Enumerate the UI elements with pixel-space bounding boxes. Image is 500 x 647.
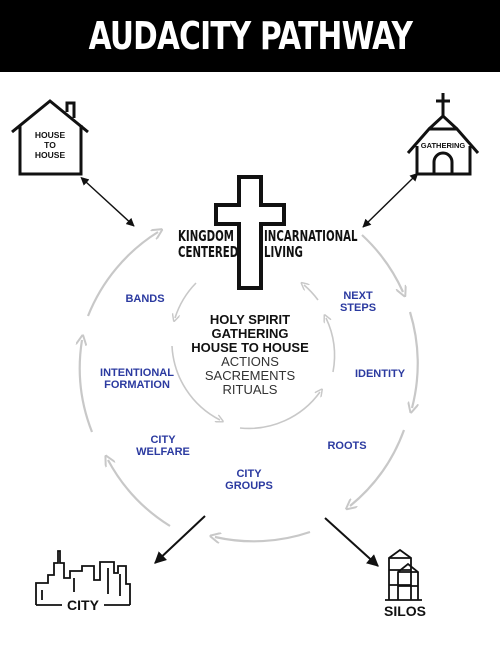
city-skyline-icon bbox=[35, 550, 131, 606]
inner-arc-right bbox=[326, 318, 336, 373]
kingdom-line: KINGDOM bbox=[178, 227, 234, 245]
outer-arc-right-upper bbox=[361, 234, 403, 292]
outer-arc-left-upper bbox=[86, 232, 158, 317]
silos-label: SILOS bbox=[383, 603, 427, 619]
connectors bbox=[80, 172, 419, 228]
label-city-groups: CITY GROUPS bbox=[225, 468, 273, 492]
incarnational-line: INCARNATIONAL bbox=[264, 227, 358, 245]
next-steps-line2: STEPS bbox=[339, 302, 377, 314]
outer-ring bbox=[80, 232, 419, 541]
intentional-line1: INTENTIONAL bbox=[100, 367, 174, 379]
city-groups-line1: CITY bbox=[236, 468, 262, 480]
label-roots: ROOTS bbox=[327, 440, 367, 452]
gathering-text: GATHERING bbox=[420, 141, 466, 150]
label-city-welfare: CITY WELFARE bbox=[136, 434, 190, 458]
down-arrows bbox=[154, 515, 379, 567]
inner-ring bbox=[171, 282, 336, 430]
outer-arc-right-lower bbox=[350, 429, 406, 506]
center-holy-spirit: HOLY SPIRIT bbox=[209, 312, 291, 327]
center-text-block: HOLY SPIRIT GATHERING HOUSE TO HOUSE ACT… bbox=[191, 313, 309, 397]
incarnational-living-text: INCARNATIONAL LIVING bbox=[264, 228, 358, 260]
center-sacrements: SACREMENTS bbox=[204, 368, 296, 383]
label-bands: BANDS bbox=[125, 293, 165, 305]
page-title: AUDACITY PATHWAY bbox=[88, 14, 412, 58]
center-house-to-house: HOUSE TO HOUSE bbox=[191, 340, 309, 355]
house-text-line3: HOUSE bbox=[34, 150, 66, 160]
silos-icon bbox=[385, 548, 422, 601]
center-rituals: RITUALS bbox=[222, 382, 278, 397]
house-icon bbox=[11, 99, 89, 176]
kingdom-centered-text: KINGDOM CENTERED bbox=[178, 228, 238, 260]
center-actions: ACTIONS bbox=[221, 354, 279, 369]
church-icon bbox=[406, 93, 480, 176]
outer-arc-left bbox=[80, 340, 94, 433]
arrow-house-cross bbox=[80, 176, 135, 227]
intentional-line2: FORMATION bbox=[104, 379, 170, 391]
label-next-steps: NEXT STEPS bbox=[340, 290, 376, 314]
living-line: LIVING bbox=[264, 243, 303, 261]
house-text-line1: HOUSE bbox=[34, 130, 66, 140]
house-text-line2: TO bbox=[44, 140, 56, 150]
arrow-church-cross bbox=[362, 172, 419, 228]
inner-arc-upper-left bbox=[175, 282, 197, 318]
city-label: CITY bbox=[64, 597, 102, 613]
outer-arc-right bbox=[410, 311, 419, 408]
arrow-to-city bbox=[154, 515, 206, 564]
inner-arc-bottom bbox=[239, 392, 320, 430]
city-groups-line2: GROUPS bbox=[225, 480, 273, 492]
outer-arc-bottom bbox=[215, 530, 311, 541]
label-intentional-formation: INTENTIONAL FORMATION bbox=[100, 367, 174, 391]
arrow-to-silos bbox=[324, 517, 379, 567]
cross-icon bbox=[214, 175, 286, 290]
title-banner: AUDACITY PATHWAY bbox=[0, 0, 500, 72]
label-identity: IDENTITY bbox=[354, 368, 406, 380]
next-steps-line1: NEXT bbox=[343, 290, 373, 302]
house-to-house-text: HOUSE TO HOUSE bbox=[35, 130, 65, 160]
inner-arc-upper-right bbox=[304, 285, 319, 301]
center-gathering: GATHERING bbox=[211, 326, 289, 341]
outer-arc-left-lower bbox=[108, 460, 171, 527]
inner-arc-lower-left bbox=[171, 345, 220, 420]
city-welfare-line2: WELFARE bbox=[136, 446, 190, 458]
city-welfare-line1: CITY bbox=[150, 434, 176, 446]
centered-line: CENTERED bbox=[178, 243, 239, 261]
